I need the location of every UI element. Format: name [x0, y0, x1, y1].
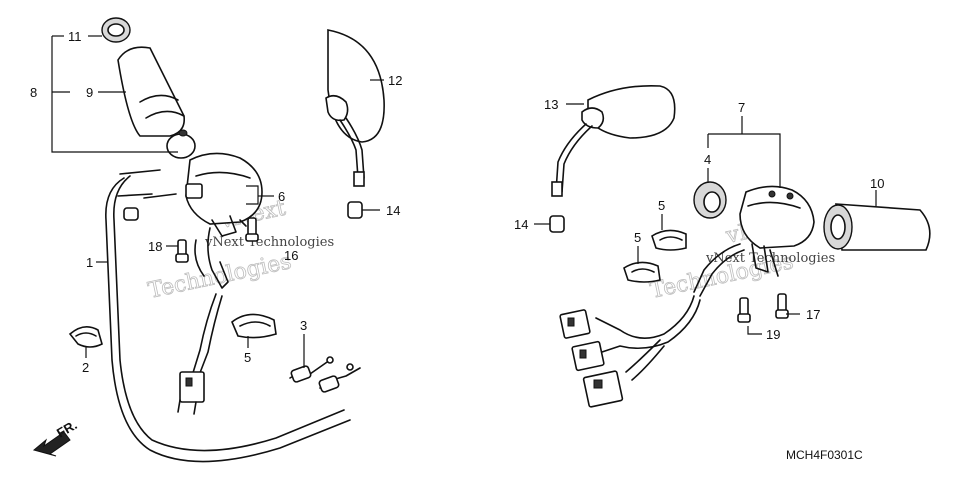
callout-9: 9	[86, 85, 93, 100]
part-switch-housing-left	[185, 152, 263, 289]
part-grommet-4	[693, 181, 727, 219]
callout-14-right: 14	[514, 217, 528, 232]
diagram-code: MCH4F0301C	[786, 448, 863, 462]
callout-6: 6	[278, 189, 285, 204]
part-screw-16	[245, 217, 259, 242]
callout-5-right-lower: 5	[634, 230, 641, 245]
front-direction-arrow: FR.	[32, 417, 80, 457]
part-nut-14-right	[549, 215, 565, 233]
callout-1: 1	[86, 255, 93, 270]
part-cable-ends-3	[289, 356, 361, 393]
part-mirror-left	[325, 29, 385, 187]
part-throttle-grip	[117, 46, 196, 159]
callout-17: 17	[806, 307, 820, 322]
leader-lines	[51, 35, 877, 368]
part-strap-5-right-upper	[651, 229, 687, 251]
callout-3: 3	[300, 318, 307, 333]
part-screw-18	[175, 239, 189, 263]
part-strap-5-right-lower	[623, 261, 661, 283]
watermark-brand-bottom-left: Technologies	[146, 249, 294, 304]
part-switch-housing-right	[693, 185, 815, 297]
part-wire-harness-left	[177, 293, 223, 415]
part-nut-14-left	[347, 201, 363, 219]
part-wire-harness-right	[559, 295, 701, 408]
callout-7: 7	[738, 100, 745, 115]
callout-16: 16	[284, 248, 298, 263]
part-strap-5-left	[231, 313, 277, 339]
callout-19: 19	[766, 327, 780, 342]
watermark-inline-left: vNext Technologies	[204, 235, 334, 250]
callout-12: 12	[388, 73, 402, 88]
callout-13: 13	[544, 97, 558, 112]
callout-8: 8	[30, 85, 37, 100]
callouts: 11 8 9 6 12 14 18 16 1 2 5 3 13 7 4 10 1…	[30, 29, 884, 375]
callout-4: 4	[704, 152, 711, 167]
part-grip-end-cap	[101, 17, 131, 43]
part-screw-17	[775, 293, 789, 319]
watermark-inline-right: vNext Technologies	[705, 251, 835, 266]
callout-18: 18	[148, 239, 162, 254]
part-screw-19	[737, 297, 751, 323]
part-throttle-cable-1	[105, 169, 351, 463]
callout-14-left: 14	[386, 203, 400, 218]
callout-2: 2	[82, 360, 89, 375]
part-cable-clamp-2	[68, 326, 103, 348]
callout-10: 10	[870, 176, 884, 191]
callout-11: 11	[68, 29, 82, 44]
part-grip-right	[823, 203, 931, 251]
callout-5-right-upper: 5	[658, 198, 665, 213]
part-mirror-right	[551, 84, 676, 197]
callout-5-left: 5	[244, 350, 251, 365]
